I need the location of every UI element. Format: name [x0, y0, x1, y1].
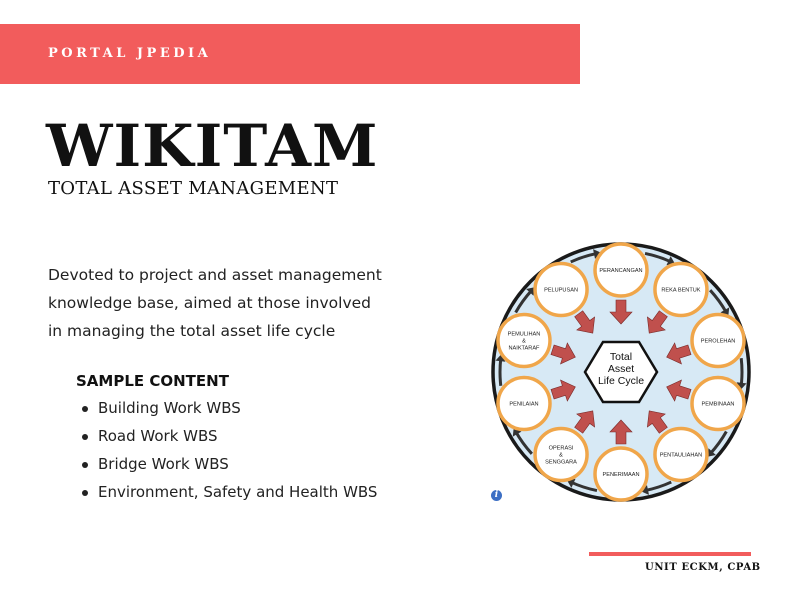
cycle-connector-head — [641, 485, 649, 495]
inward-arrow — [666, 342, 692, 365]
stage-label: PELUPUSAN — [544, 287, 578, 293]
inward-arrow — [609, 299, 633, 325]
inward-arrow — [646, 310, 668, 334]
description-line: Devoted to project and asset management — [48, 266, 382, 284]
stage-node — [496, 375, 552, 432]
stage-label: OPERASI — [549, 446, 574, 452]
center-label-line: Life Cycle — [598, 375, 644, 387]
stage-node — [593, 446, 649, 502]
stage-label: REKA BENTUK — [661, 287, 700, 293]
stage-label: SENGGARA — [545, 460, 577, 466]
stage-node — [653, 426, 709, 483]
stage-node — [653, 261, 709, 318]
cycle-connector-head — [736, 382, 747, 390]
inward-arrow — [574, 410, 596, 434]
stage-label: & — [522, 338, 526, 344]
stage-label: PENTAULIAHAN — [660, 453, 702, 459]
cycle-connector-head — [707, 448, 716, 457]
stage-node — [690, 312, 746, 369]
stage-label: PENERIMAAN — [603, 472, 640, 478]
header-banner: PORTAL JPEDIA — [0, 24, 580, 84]
list-item: Environment, Safety and Health WBS — [76, 478, 377, 506]
inward-arrow — [550, 342, 576, 365]
stage-node — [533, 261, 589, 318]
stage-label: & — [559, 453, 563, 459]
list-item: Building Work WBS — [76, 394, 377, 422]
stage-label: PEROLEHAN — [701, 338, 736, 344]
info-icon[interactable]: i — [491, 490, 502, 501]
stage-label: PENILAIAN — [509, 402, 538, 408]
description-line: knowledge base, aimed at those involved — [48, 294, 372, 312]
center-label-line: Asset — [608, 363, 634, 375]
sample-content-list: Building Work WBS Road Work WBS Bridge W… — [76, 394, 377, 506]
cycle-connector-head — [720, 307, 730, 316]
cycle-connector — [498, 358, 503, 386]
page-title: WIKITAM — [46, 112, 379, 180]
stage-label: NAIKTARAF — [509, 345, 541, 351]
inward-arrow — [666, 379, 692, 402]
page-subtitle: TOTAL ASSET MANAGEMENT — [48, 178, 339, 199]
stage-node — [533, 426, 589, 483]
inward-arrow — [646, 410, 668, 434]
cycle-connector-head — [593, 249, 601, 259]
stage-label: PEMBINAAN — [702, 402, 735, 408]
footer-label: UNIT ECKM, CPAB — [645, 562, 761, 573]
description: Devoted to project and asset management … — [48, 261, 408, 345]
cycle-connector-head — [495, 354, 506, 362]
sample-content-heading: SAMPLE CONTENT — [76, 372, 229, 390]
footer-rule — [589, 552, 751, 556]
inward-arrow — [609, 419, 633, 445]
description-line: in managing the total asset life cycle — [48, 322, 336, 340]
stage-node — [496, 312, 552, 369]
stage-label: PERANCANGAN — [599, 268, 642, 274]
list-item: Road Work WBS — [76, 422, 377, 450]
center-label-line: Total — [610, 351, 632, 363]
cycle-connector-head — [512, 428, 522, 437]
inward-arrow — [550, 379, 576, 402]
stage-node — [593, 242, 649, 298]
stage-node — [690, 375, 746, 432]
inward-arrow — [574, 310, 596, 334]
center-hexagon — [583, 340, 659, 404]
stage-label: PEMULIHAN — [508, 331, 541, 337]
cycle-connector-head — [666, 256, 675, 266]
cycle-connector-head — [567, 478, 576, 488]
cycle-connector — [739, 358, 744, 386]
list-item: Bridge Work WBS — [76, 450, 377, 478]
cycle-connector-head — [526, 287, 535, 296]
banner-label: PORTAL JPEDIA — [48, 46, 212, 61]
